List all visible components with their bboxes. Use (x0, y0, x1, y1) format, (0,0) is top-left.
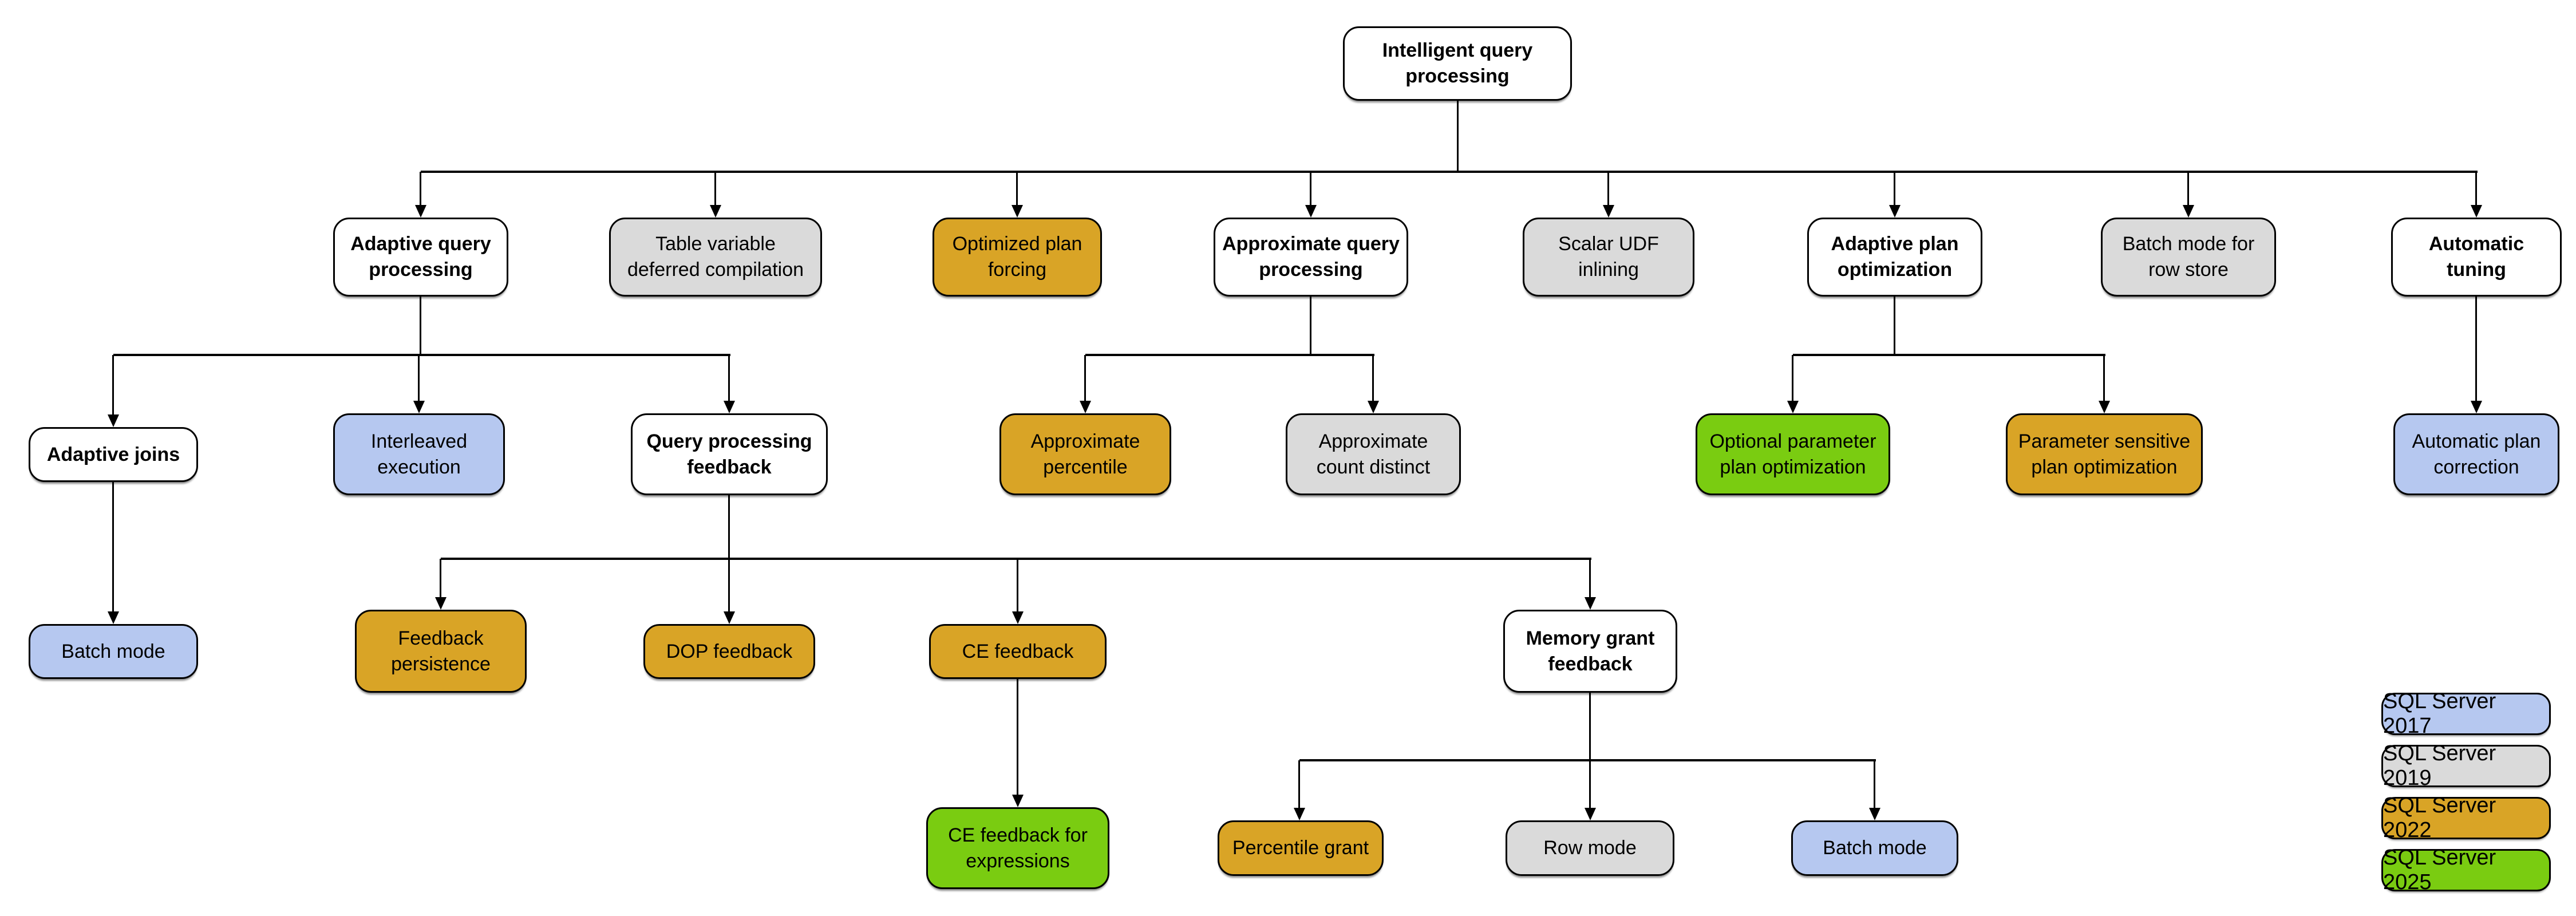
connector-stem (420, 297, 421, 355)
connector-drop (440, 559, 441, 598)
arrowhead (724, 401, 735, 413)
connector-drop (1017, 559, 1018, 613)
connector-stem (1017, 679, 1018, 795)
node-adaptive-query-processing: Adaptive query processing (333, 218, 508, 297)
arrowhead (1080, 401, 1091, 413)
node-batch-mode-memory-grant: Batch mode (1791, 820, 1958, 876)
node-optional-parameter-plan-optimization: Optional parameter plan optimization (1696, 413, 1890, 495)
node-row-mode: Row mode (1506, 820, 1674, 876)
node-feedback-persistence: Feedback persistence (355, 610, 527, 693)
arrowhead (710, 205, 721, 218)
connector-drop (1607, 172, 1609, 207)
connector-bus (1085, 354, 1374, 356)
arrowhead (2471, 205, 2482, 218)
arrowhead (413, 401, 425, 413)
connector-drop (1084, 355, 1086, 402)
connector-drop (1792, 355, 1793, 402)
arrowhead (2471, 401, 2482, 413)
node-batch-mode-for-row-store: Batch mode for row store (2101, 218, 2276, 297)
arrowhead (1585, 597, 1596, 610)
node-automatic-tuning: Automatic tuning (2391, 218, 2562, 297)
connector-drop (714, 172, 716, 207)
arrowhead (1012, 795, 1024, 807)
connector-root-stem (1457, 101, 1459, 172)
connector-drop (418, 355, 420, 402)
arrowhead (1368, 401, 1379, 413)
connector-bus (1793, 354, 2105, 356)
connector-drop (1589, 760, 1591, 808)
connector-drop (1894, 172, 1895, 207)
node-optimized-plan-forcing: Optimized plan forcing (933, 218, 1102, 297)
connector-drop (1372, 355, 1374, 402)
arrowhead (1305, 205, 1317, 218)
connector-stem (1894, 297, 1895, 355)
node-table-variable-deferred-compilation: Table variable deferred compilation (609, 218, 822, 297)
node-adaptive-plan-optimization: Adaptive plan optimization (1807, 218, 1982, 297)
connector-bus (113, 354, 730, 356)
node-automatic-plan-correction: Automatic plan correction (2393, 413, 2559, 495)
connector-bus (441, 558, 1591, 560)
connector-stem (2475, 297, 2477, 402)
arrowhead (1585, 808, 1596, 820)
legend-sql-server-2019: SQL Server 2019 (2381, 741, 2551, 790)
arrowhead (415, 205, 426, 218)
connector-stem (112, 482, 114, 613)
connector-drop (112, 355, 114, 416)
connector-stem (1310, 297, 1311, 355)
arrowhead (108, 414, 119, 427)
connector-root-bus (421, 171, 2478, 173)
arrowhead (2099, 401, 2110, 413)
arrowhead (724, 611, 735, 624)
arrowhead (1012, 611, 1024, 624)
arrowhead (1787, 401, 1799, 413)
node-intelligent-query-processing: Intelligent query processing (1343, 26, 1572, 101)
arrowhead (435, 597, 447, 610)
connector-drop (1589, 559, 1591, 598)
connector-drop (1298, 760, 1300, 808)
legend-sql-server-2025: SQL Server 2025 (2381, 846, 2551, 894)
arrowhead (1869, 808, 1880, 820)
arrowhead (1294, 808, 1305, 820)
node-percentile-grant: Percentile grant (1218, 820, 1384, 876)
arrowhead (2183, 205, 2194, 218)
node-parameter-sensitive-plan-optimization: Parameter sensitive plan optimization (2006, 413, 2203, 495)
connector-stem (728, 495, 730, 559)
arrowhead (1603, 205, 1614, 218)
node-approximate-query-processing: Approximate query processing (1214, 218, 1408, 297)
connector-drop (1016, 172, 1018, 207)
node-query-processing-feedback: Query processing feedback (631, 413, 828, 495)
arrowhead (108, 611, 119, 624)
node-interleaved-execution: Interleaved execution (333, 413, 505, 495)
node-batch-mode-adaptive-joins: Batch mode (29, 624, 198, 679)
connector-drop (2187, 172, 2189, 207)
node-ce-feedback-for-expressions: CE feedback for expressions (926, 807, 1109, 889)
node-scalar-udf-inlining: Scalar UDF inlining (1523, 218, 1694, 297)
connector-stem (1589, 693, 1591, 760)
node-approximate-percentile: Approximate percentile (999, 413, 1171, 495)
arrowhead (1889, 205, 1901, 218)
node-dop-feedback: DOP feedback (643, 624, 815, 679)
legend-sql-server-2017: SQL Server 2017 (2381, 689, 2551, 738)
legend-sql-server-2022: SQL Server 2022 (2381, 793, 2551, 842)
node-ce-feedback: CE feedback (929, 624, 1107, 679)
node-adaptive-joins: Adaptive joins (29, 427, 198, 482)
arrowhead (1012, 205, 1023, 218)
connector-drop (728, 559, 730, 613)
connector-drop (2103, 355, 2105, 402)
node-approximate-count-distinct: Approximate count distinct (1286, 413, 1461, 495)
connector-drop (2475, 172, 2477, 207)
connector-drop (1310, 172, 1311, 207)
connector-drop (728, 355, 730, 402)
connector-bus (1299, 759, 1876, 761)
connector-drop (420, 172, 421, 207)
node-memory-grant-feedback: Memory grant feedback (1503, 610, 1677, 693)
connector-drop (1874, 760, 1875, 808)
